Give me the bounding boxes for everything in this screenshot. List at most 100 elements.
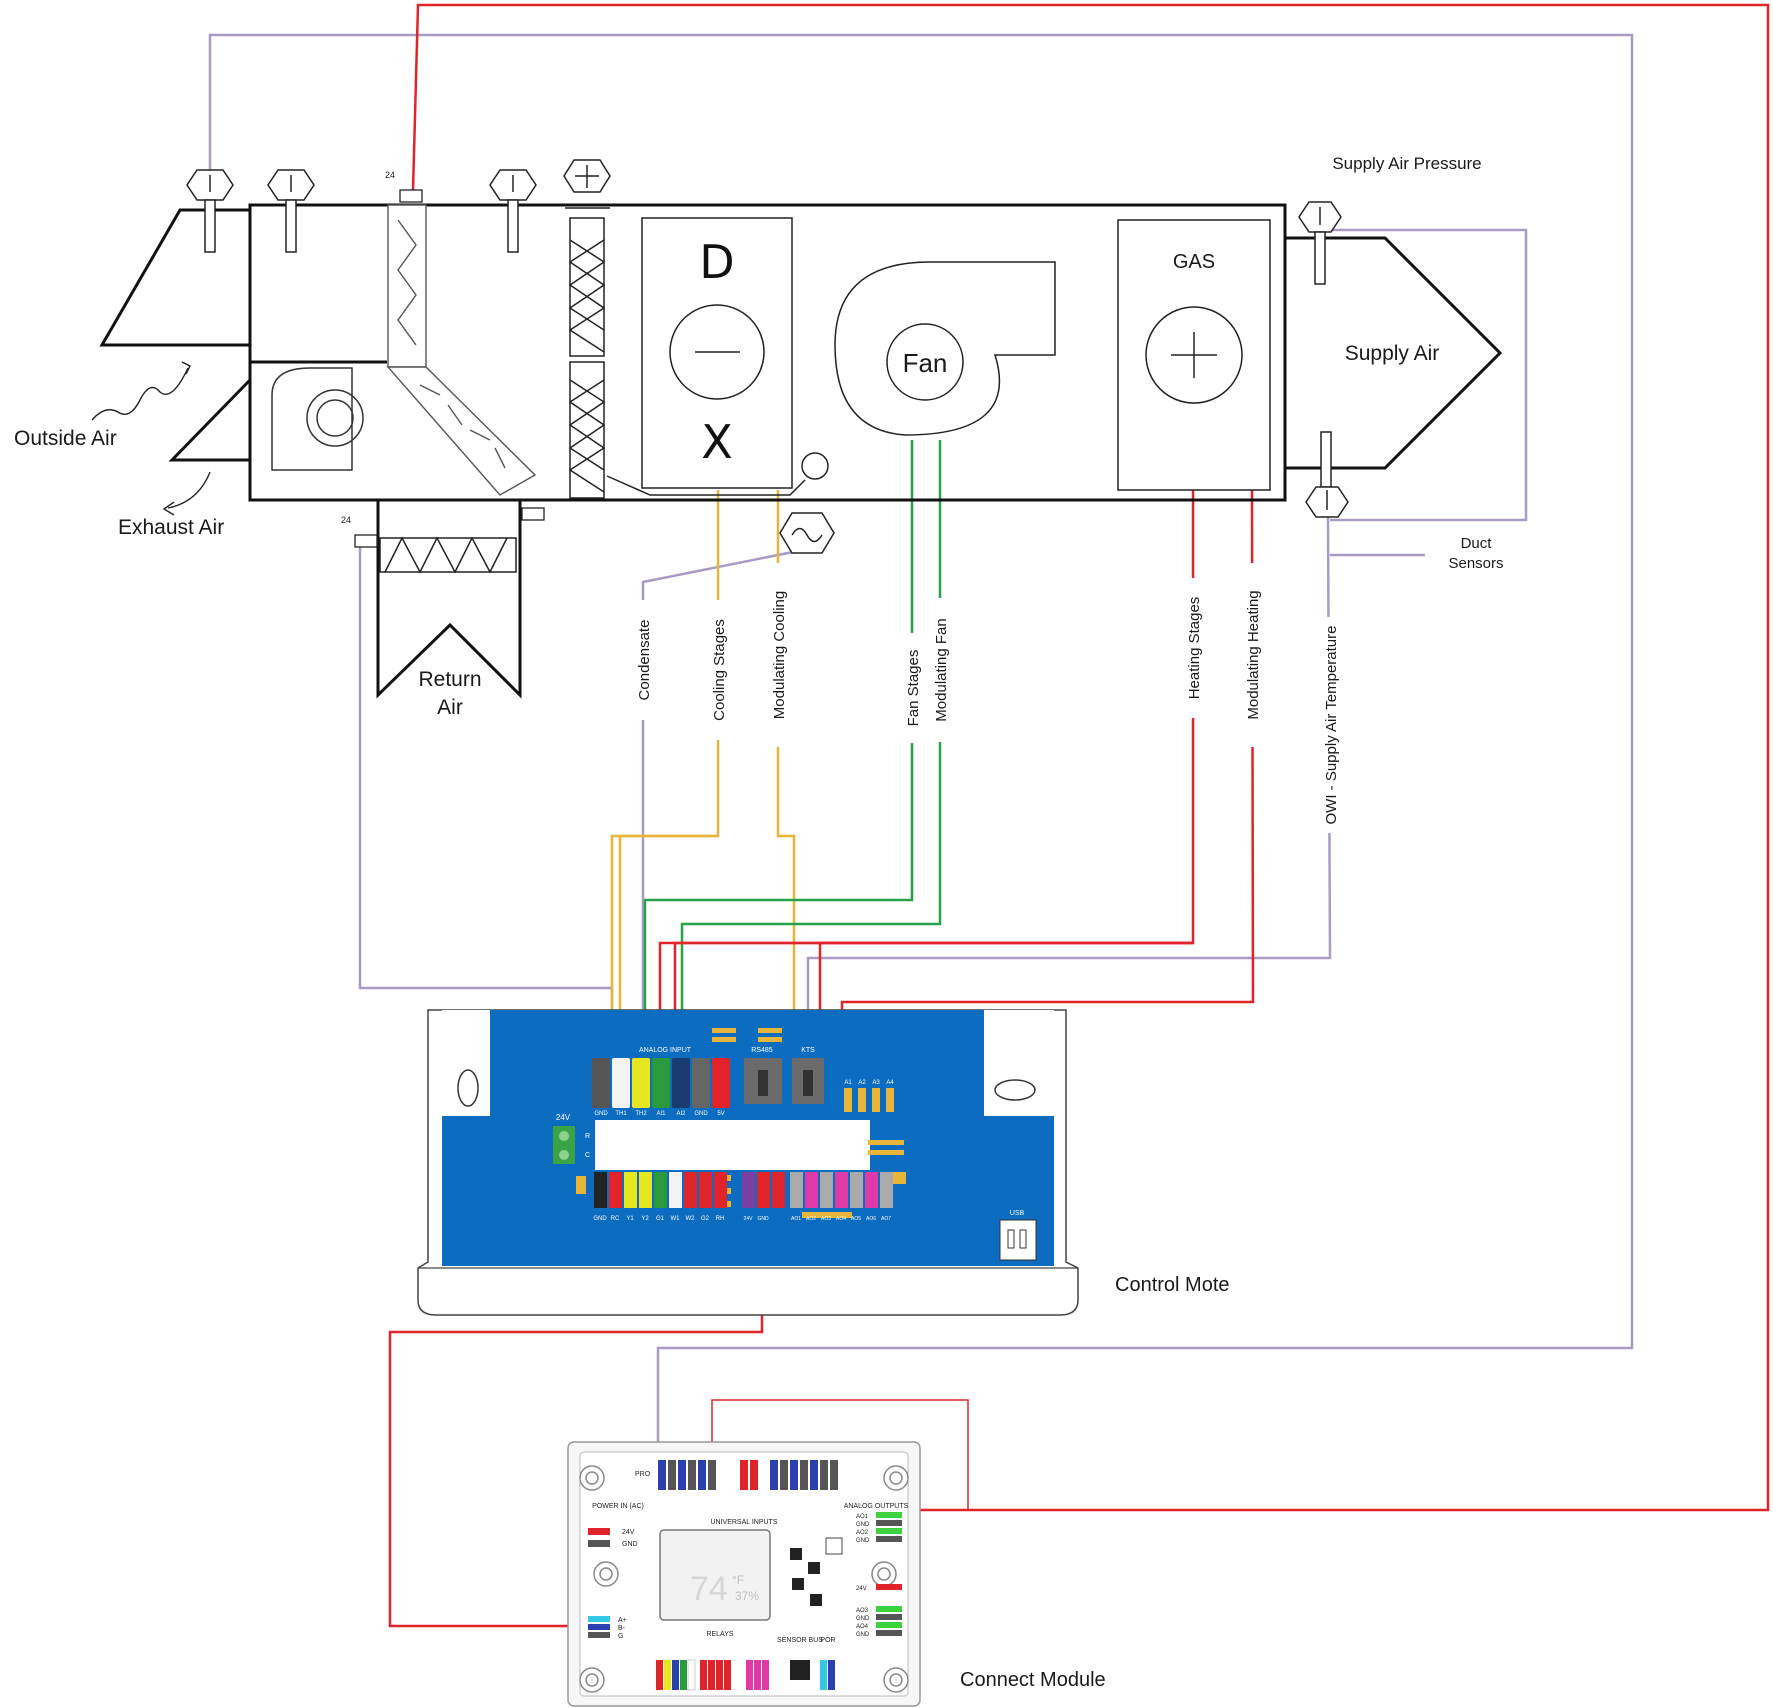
mote-analog-terminal-labels: GND TH1 TH2 AI1 AI2 GND 5V: [594, 1111, 724, 1117]
mote-label-strip: [595, 1120, 870, 1170]
wire-label-mod-heating: Modulating Heating: [1245, 590, 1262, 719]
outside-air-actuator: [399, 189, 423, 203]
ahu-cabinet: [248, 203, 1287, 502]
svg-text:GND: GND: [593, 1216, 607, 1222]
connect-serial-g[interactable]: [588, 1632, 610, 1638]
supply-air-hood: [1285, 236, 1503, 470]
purple-wire-condensate: [641, 550, 794, 1175]
air-handler-unit: [99, 203, 1503, 699]
wire-label-heating-stages: Heating Stages: [1186, 597, 1203, 700]
supply-air-pressure-sensor: [1298, 201, 1342, 285]
filter-banks: [379, 217, 606, 574]
wire-labels: Condensate Cooling Stages Modulating Coo…: [633, 563, 1340, 833]
wire-label-mod-cooling: Modulating Cooling: [771, 591, 788, 719]
red-wire-top: [411, 3, 1770, 1512]
fan-label: Fan: [903, 348, 948, 378]
svg-text:Y1: Y1: [626, 1216, 634, 1222]
svg-text:GND: GND: [694, 1111, 708, 1117]
svg-text:A4: A4: [886, 1080, 894, 1086]
wires: [208, 3, 1770, 1628]
svg-text:GND: GND: [594, 1111, 608, 1117]
mixing-actuator: [521, 507, 545, 521]
purple-wire-pressure: [1320, 228, 1528, 522]
svg-text:AO6: AO6: [866, 1216, 876, 1222]
mote-mount-slot-r: [994, 1079, 1036, 1101]
wire-label-fan-stages: Fan Stages: [905, 650, 922, 727]
filter-pressure-sensor: [563, 159, 611, 209]
outside-air-temp-sensor: [186, 169, 234, 253]
mote-mount-slot-l: [457, 1069, 479, 1107]
connect-serial-b[interactable]: [588, 1624, 610, 1630]
return-fan: [271, 367, 364, 471]
connect-24v-terminal[interactable]: [588, 1528, 610, 1535]
connect-module: PRO UNIVERSAL INPUTS POWER IN (AC) ANALO…: [567, 1441, 921, 1707]
supply-fan: [834, 261, 1056, 436]
actuators: [354, 189, 545, 548]
mote-board-top: [490, 1022, 984, 1116]
wire-label-cooling-stages: Cooling Stages: [711, 619, 728, 721]
mote-usb-port[interactable]: [999, 1219, 1037, 1261]
connect-analog-outputs-label: ANALOG OUTPUTS: [844, 1503, 909, 1510]
freeze-stat-sensor: [779, 512, 835, 554]
return-air-plenum: [376, 500, 522, 699]
svg-text:A+: A+: [618, 1617, 627, 1624]
mote-aux-terminal-labels: 24V GND AO1 AO2 AO3 AO4 AO5 AO6 AO7: [744, 1216, 892, 1222]
svg-text:AO2: AO2: [856, 1530, 869, 1536]
svg-text:G2: G2: [701, 1216, 710, 1222]
supply-air-temp-sensor: [1305, 431, 1349, 518]
svg-text:5V: 5V: [717, 1111, 724, 1117]
connect-pro-label: PRO: [635, 1471, 651, 1478]
connect-relays-label: RELAYS: [706, 1631, 733, 1638]
sensors: [186, 159, 1349, 554]
duct-sensors-label-2: Sensors: [1448, 555, 1503, 572]
mote-aux-terminals: [742, 1172, 893, 1208]
gas-label: GAS: [1173, 251, 1215, 273]
svg-text:AI1: AI1: [656, 1111, 666, 1117]
connect-ao-labels: AO1 GND AO2 GND 24V AO3 GND AO4 GND: [856, 1514, 870, 1638]
svg-text:AO4: AO4: [856, 1624, 869, 1630]
svg-text:GND: GND: [757, 1216, 769, 1222]
svg-text:AI2: AI2: [676, 1111, 686, 1117]
wire-label-owi: OWI - Supply Air Temperature: [1323, 626, 1340, 825]
mote-kts-label: KTS: [801, 1047, 815, 1054]
svg-text:GND: GND: [856, 1522, 870, 1528]
return-air-label-1: Return: [418, 668, 481, 691]
actuator-24-top: 24: [385, 170, 395, 180]
svg-text:GND: GND: [856, 1538, 870, 1544]
coil-x-label: X: [701, 415, 733, 469]
connect-chips: [790, 1537, 843, 1606]
outside-air-damper: [386, 204, 537, 496]
actuator-24-return: 24: [341, 515, 351, 525]
supply-air-pressure-label: Supply Air Pressure: [1332, 154, 1481, 173]
connect-power-in-label: POWER IN (AC): [592, 1503, 644, 1510]
svg-text:G1: G1: [656, 1216, 665, 1222]
connect-por-label: POR: [820, 1637, 835, 1644]
purple-wire-top: [208, 33, 1634, 1460]
control-mote: ANALOG INPUT GND TH1 TH2 AI1 AI2 GND 5V …: [417, 1009, 1079, 1316]
svg-text:AO3: AO3: [821, 1216, 831, 1222]
connect-serial-a[interactable]: [588, 1616, 610, 1622]
svg-text:A3: A3: [872, 1080, 880, 1086]
mote-relay-terminals: [594, 1172, 727, 1208]
svg-text:AO5: AO5: [851, 1216, 861, 1222]
svg-text:G: G: [618, 1633, 623, 1640]
mote-24v-terminal[interactable]: [553, 1126, 575, 1164]
duct-sensors-label-1: Duct: [1461, 535, 1493, 552]
mote-24v-label: 24V: [556, 1113, 571, 1122]
connect-universal-terminals: [658, 1460, 838, 1490]
mote-r-label: R: [585, 1133, 590, 1140]
dx-coil: [606, 217, 829, 496]
svg-text:AO7: AO7: [881, 1216, 891, 1222]
svg-text:TH2: TH2: [635, 1111, 647, 1117]
connect-gnd-label: GND: [622, 1541, 638, 1548]
wire-label-mod-fan: Modulating Fan: [933, 618, 950, 721]
connect-universal-inputs-label: UNIVERSAL INPUTS: [710, 1519, 777, 1526]
filter-temp-sensor: [489, 169, 537, 253]
mote-rs485-label: RS485: [751, 1047, 773, 1054]
svg-text:AO4: AO4: [836, 1216, 846, 1222]
mote-jumpers-top: [712, 1028, 782, 1042]
svg-text:AO1: AO1: [791, 1216, 801, 1222]
mixed-air-temp-sensor: [267, 169, 315, 253]
return-air-label-2: Air: [437, 696, 463, 719]
svg-text:RH: RH: [716, 1216, 725, 1222]
